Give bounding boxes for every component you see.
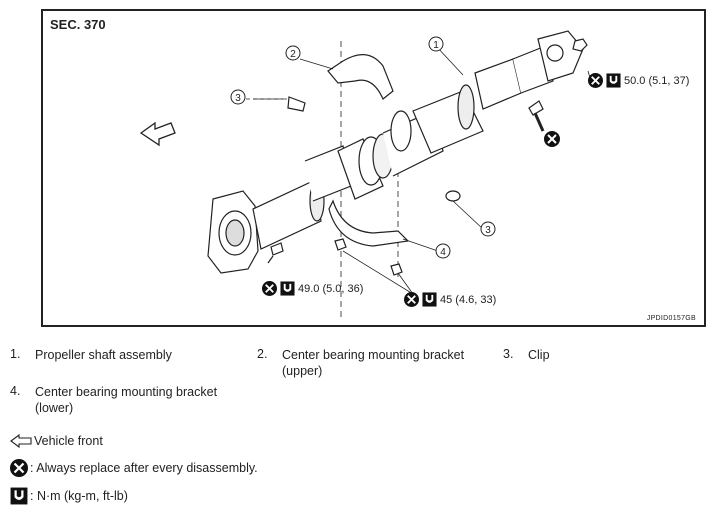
torque-value-front: 49.0 (5.0, 36): [298, 282, 364, 295]
image-code: JPDID0157GB: [646, 315, 696, 322]
front-flange: [207, 190, 259, 274]
callout-4: 4: [435, 243, 451, 259]
bolt-rear: [528, 100, 545, 132]
svg-text:4: 4: [440, 247, 446, 258]
nut-rear: [572, 38, 588, 52]
nut-lower-2: [390, 263, 403, 276]
legend-text-2: Center bearing mounting bracket (upper): [282, 348, 465, 378]
callout-2: 2: [285, 45, 301, 61]
key-vehicle-front-text: Vehicle front: [34, 434, 103, 448]
torque-wrench-icon: [10, 487, 28, 505]
replace-x-icon: [10, 459, 28, 477]
key-torque-text: : N·m (kg-m, ft-lb): [30, 489, 128, 503]
bolt-front: [267, 242, 284, 264]
torque-spec-lower: 45 (4.6, 33): [404, 292, 496, 307]
lower-bracket: [328, 199, 410, 247]
svg-text:3: 3: [485, 225, 491, 236]
svg-text:2: 2: [290, 49, 296, 60]
legend-text-4: Center bearing mounting bracket (lower): [35, 385, 218, 415]
rear-tube: [390, 46, 554, 154]
svg-text:1: 1: [433, 40, 439, 51]
key-replace-text: : Always replace after every disassembly…: [30, 461, 258, 475]
legend-text-1: Propeller shaft assembly: [35, 348, 172, 362]
nut-lower-1: [334, 238, 347, 251]
upper-bracket: [327, 54, 394, 100]
arrow-left-icon: [10, 434, 32, 448]
torque-value-lower: 45 (4.6, 33): [440, 293, 497, 306]
key-vehicle-front: Vehicle front: [10, 434, 103, 448]
legend-num-3: 3.: [503, 347, 514, 361]
replace-x-icon: [404, 292, 419, 307]
replace-x-icon: [262, 281, 277, 296]
callout-1: 1: [428, 36, 444, 52]
legend-num-1: 1.: [10, 347, 21, 361]
svg-text:3: 3: [235, 93, 241, 104]
section-label: SEC. 370: [50, 17, 106, 32]
key-torque: : N·m (kg-m, ft-lb): [10, 487, 128, 505]
front-tube: [252, 145, 352, 250]
legend-num-2: 2.: [257, 347, 268, 361]
clip-lower: [445, 190, 461, 202]
replace-x-icon: [544, 131, 560, 147]
torque-value-rear: 50.0 (5.1, 37): [624, 74, 690, 87]
legend-text-3: Clip: [528, 348, 550, 362]
torque-spec-front: 49.0 (5.0, 36): [262, 281, 363, 296]
vehicle-front-arrow-icon: [139, 121, 176, 147]
torque-wrench-icon: [606, 73, 621, 88]
propeller-shaft-diagram: 1 2 3 3 4: [139, 30, 592, 321]
rear-flange: [537, 30, 584, 82]
callout-3-lower: 3: [480, 221, 496, 237]
replace-x-icon: [588, 73, 603, 88]
callout-3-upper: 3: [230, 89, 246, 105]
key-replace: : Always replace after every disassembly…: [10, 459, 258, 477]
torque-wrench-icon: [280, 281, 295, 296]
torque-wrench-icon: [422, 292, 437, 307]
torque-spec-rear: 50.0 (5.1, 37): [588, 73, 689, 88]
diagram-frame: SEC. 370: [41, 9, 706, 327]
legend-num-4: 4.: [10, 384, 21, 398]
